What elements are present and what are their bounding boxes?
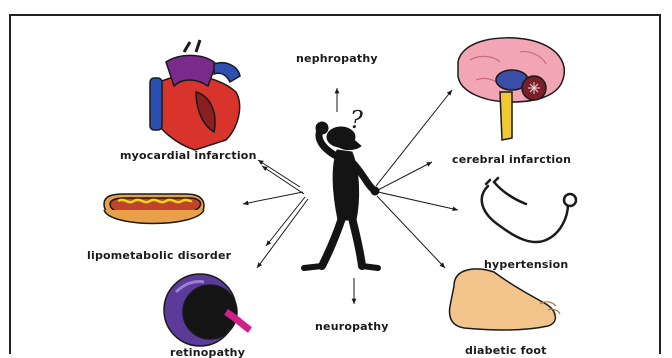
label-nephropathy: nephropathy [296, 52, 378, 65]
arrow-retinopathy-2 [257, 199, 308, 268]
label-diabetic-foot: diabetic foot [465, 344, 547, 357]
label-hypertension: hypertension [484, 258, 568, 271]
foot-icon [450, 269, 560, 330]
label-neuropathy: neuropathy [315, 320, 389, 333]
arrow-hypertension [378, 192, 458, 210]
arrow-myocardial-1 [258, 160, 300, 187]
label-myocardial-infarction: myocardial infarction [120, 149, 257, 162]
arrow-lipometabolic [243, 192, 303, 204]
stethoscope-icon [482, 178, 576, 242]
hotdog-icon [104, 194, 204, 224]
heart-icon [150, 40, 240, 150]
brain-icon [458, 38, 564, 140]
question-mark: ? [350, 106, 363, 134]
arrow-myocardial-2 [262, 166, 304, 194]
label-lipometabolic-disorder: lipometabolic disorder [87, 249, 231, 262]
label-cerebral-infarction: cerebral infarction [452, 153, 571, 166]
arrow-retinopathy-1 [266, 197, 305, 246]
thinking-figure-icon [304, 122, 379, 268]
label-retinopathy: retinopathy [170, 346, 245, 358]
arrow-diabetic-foot [377, 196, 445, 268]
arrow-extra [378, 162, 432, 190]
eye-icon [164, 274, 250, 346]
